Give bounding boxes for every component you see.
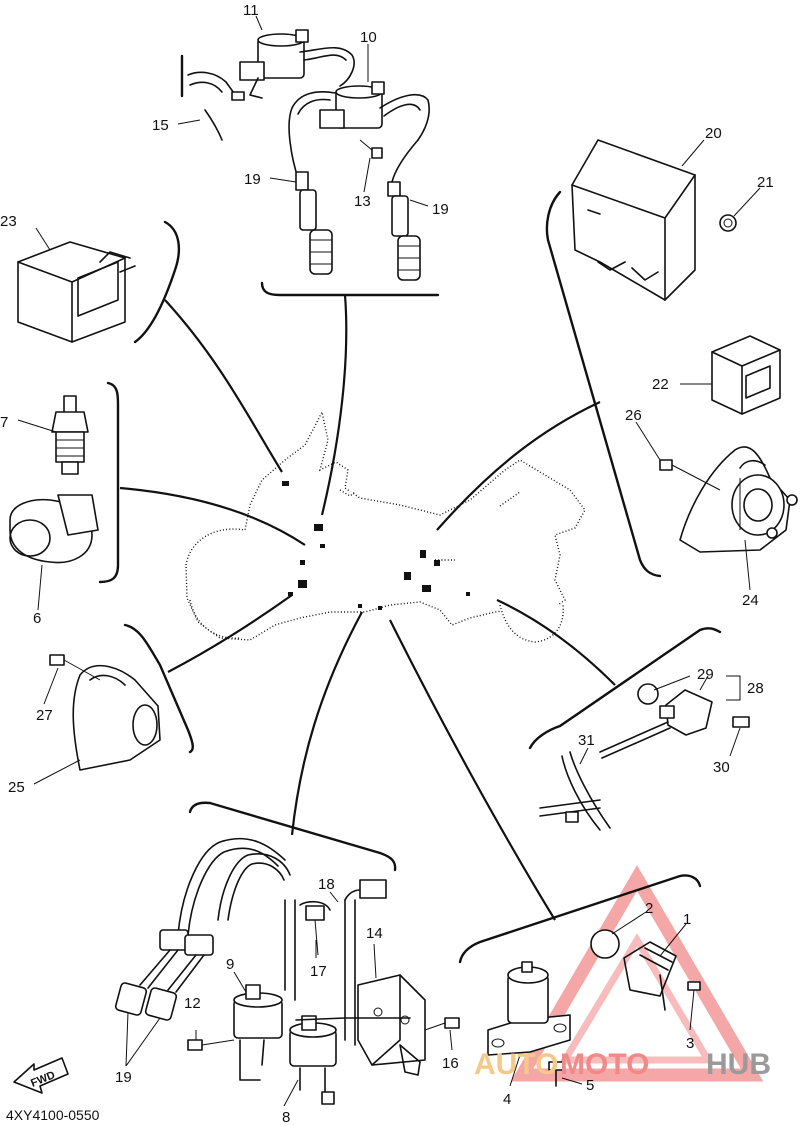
callout-9: 9 <box>226 956 234 973</box>
watermark-logo <box>510 865 764 1082</box>
callout-20: 20 <box>705 125 722 142</box>
callout-7: 7 <box>0 414 8 431</box>
callout-5: 5 <box>586 1077 594 1094</box>
relay-23 <box>17 241 136 343</box>
callout-numbers: 11 10 15 19 13 19 20 21 23 22 26 7 6 24 … <box>0 2 774 1126</box>
callout-21: 21 <box>757 174 774 191</box>
callout-17: 17 <box>310 963 327 980</box>
watermark-moto: MOTO <box>560 1048 649 1081</box>
callout-4: 4 <box>503 1091 511 1108</box>
callout-29: 29 <box>697 666 714 683</box>
drawing-code: 4XY4100-0550 <box>6 1107 100 1123</box>
callout-12: 12 <box>184 995 201 1012</box>
callout-19-top-right: 19 <box>432 201 449 218</box>
callout-26: 26 <box>625 407 642 424</box>
relay-22 <box>711 335 781 415</box>
pointer-lines <box>119 294 616 921</box>
callout-23: 23 <box>0 213 17 230</box>
callout-30: 30 <box>713 759 730 776</box>
watermark-hub: HUB <box>706 1048 771 1081</box>
callout-13: 13 <box>354 193 371 210</box>
callout-31: 31 <box>578 732 595 749</box>
ecu-20 <box>571 139 737 301</box>
horn-25 <box>49 654 161 771</box>
callout-2: 2 <box>645 900 653 917</box>
callout-leaders <box>17 15 761 1107</box>
callout-6: 6 <box>33 610 41 627</box>
callout-3: 3 <box>686 1035 694 1052</box>
watermark-auto: AUTO <box>474 1048 558 1081</box>
callout-8: 8 <box>282 1109 290 1126</box>
callout-15: 15 <box>152 117 169 134</box>
motorcycle-outline <box>185 409 586 643</box>
group-brackets <box>98 54 722 964</box>
watermark-text: AUTO MOTO HUB <box>474 1048 771 1081</box>
callout-24: 24 <box>742 592 759 609</box>
callout-11: 11 <box>243 2 259 19</box>
speed-sensor-28 <box>539 683 750 831</box>
ignition-coil-group-top <box>187 29 430 281</box>
callout-10: 10 <box>360 29 377 46</box>
ignition-coil-group-bottom <box>114 837 460 1105</box>
callout-1: 1 <box>683 911 691 928</box>
sensor-7-and-switch-6 <box>9 395 99 564</box>
callout-28: 28 <box>747 680 764 697</box>
callout-27: 27 <box>36 707 53 724</box>
callout-19-bottom: 19 <box>115 1069 132 1086</box>
callout-22: 22 <box>652 376 669 393</box>
callout-16: 16 <box>442 1055 459 1072</box>
starter-relay-group <box>487 929 701 1087</box>
forward-arrow-icon: FWD <box>13 1057 69 1094</box>
callout-19-top-left: 19 <box>244 171 261 188</box>
callout-18: 18 <box>318 876 335 893</box>
horn-24 <box>659 446 798 553</box>
callout-25: 25 <box>8 779 25 796</box>
callout-14: 14 <box>366 925 383 942</box>
